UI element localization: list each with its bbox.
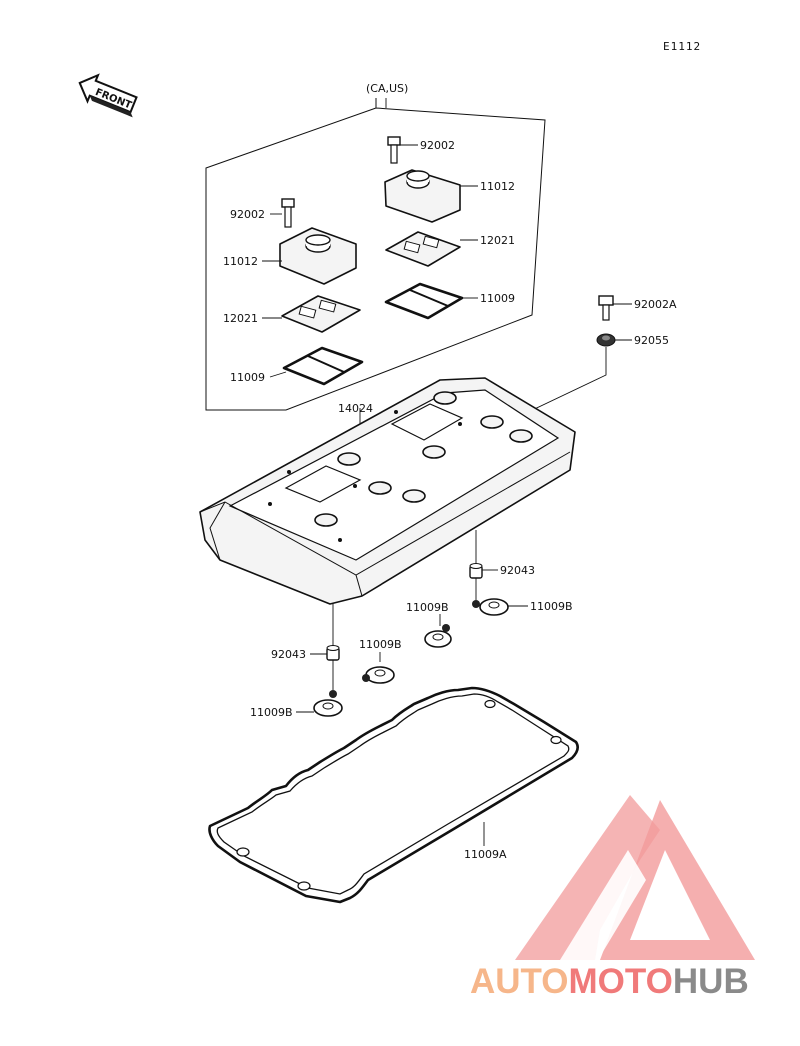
label-cap-us-left: 11012 [223,255,258,268]
plate-us-left [281,295,361,333]
head-gasket [208,686,579,904]
cap-us-upper [384,169,461,223]
seal-right-a [472,598,509,616]
watermark-part1: AUTO [470,962,569,1001]
seal-left [313,690,343,717]
valve-cover [199,377,576,605]
label-seal-left: 11009B [250,706,293,719]
label-plate-us-left: 12021 [223,312,258,325]
label-gasket-us-left: 11009 [230,371,265,384]
region-bracket [205,98,546,411]
collar-right [469,563,483,579]
label-collar-left: 92043 [271,648,306,661]
cap-us-left [279,227,357,285]
watermark-part3: HUB [673,962,749,1001]
label-seal-mid: 11009B [359,638,402,651]
region-label: (CA,US) [366,82,408,95]
seal-right-b [424,624,452,648]
label-seal-right-a: 11009B [530,600,573,613]
diagram-code: E1112 [663,40,701,53]
watermark-text: AUTOMOTOHUB [470,962,749,1001]
label-head-gasket: 11009A [464,848,507,861]
label-bolt-us-left: 92002 [230,208,265,221]
label-collar-right: 92043 [500,564,535,577]
washer-main [596,333,616,347]
watermark-part2: MOTO [569,962,673,1001]
watermark-logo [515,795,755,960]
label-bolt-main: 92002A [634,298,677,311]
label-cover: 14024 [338,402,373,415]
gasket-us-right [384,282,464,320]
label-plate-us-right: 12021 [480,234,515,247]
collar-left [326,645,340,661]
bolt-us-left [281,198,295,228]
seal-mid [362,666,395,684]
label-washer-main: 92055 [634,334,669,347]
bolt-main [598,295,614,321]
gasket-us-left [282,346,364,386]
plate-us-right [385,231,461,267]
label-gasket-us-right: 11009 [480,292,515,305]
label-bolt-us-upper: 92002 [420,139,455,152]
bolt-us-upper [387,136,401,164]
label-cap-us-upper: 11012 [480,180,515,193]
label-seal-right-b: 11009B [406,601,449,614]
front-arrow-icon: FRONT [78,73,138,118]
